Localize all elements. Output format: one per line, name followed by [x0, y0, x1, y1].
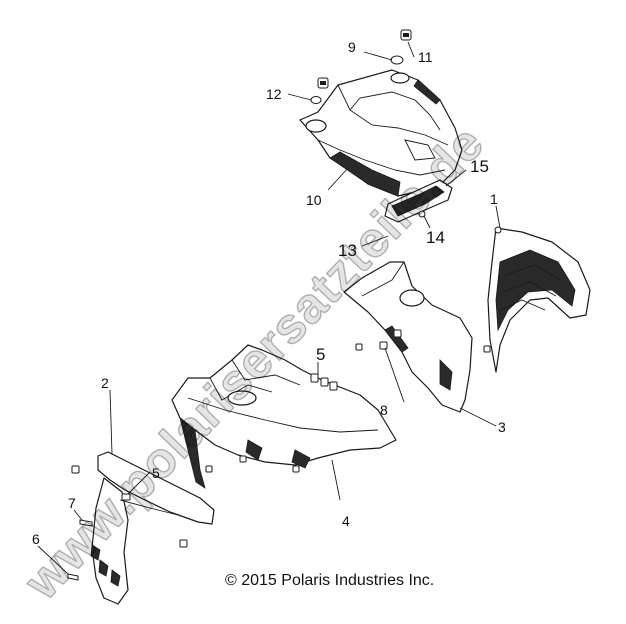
screw-6-icon: [67, 573, 79, 581]
callout-9: 9: [348, 39, 356, 55]
clip-11-icon: [400, 29, 412, 41]
part-1-side-panel: [487, 227, 591, 373]
fastener-set-5-icon: [310, 373, 338, 391]
callout-2: 2: [101, 375, 109, 391]
callout-12: 12: [266, 86, 282, 102]
part-10-hood: [299, 69, 463, 197]
part-2-lower-bracket: [90, 451, 215, 605]
callout-15: 15: [470, 157, 489, 176]
nut-9-icon: [390, 55, 404, 65]
hardware: [67, 29, 502, 581]
screw-rightpanel-icon: [483, 345, 491, 353]
callout-10: 10: [306, 192, 322, 208]
callout-4: 4: [342, 513, 350, 529]
callout-5-lower: 5: [152, 465, 160, 481]
part-3-panel: [343, 261, 473, 413]
callout-6: 6: [32, 531, 40, 547]
callout-3: 3: [498, 419, 506, 435]
callout-13: 13: [338, 241, 357, 260]
callout-5-upper: 5: [316, 345, 325, 364]
callout-1: 1: [490, 191, 498, 207]
screw-14-icon: [418, 210, 426, 218]
leader-lines: [37, 41, 501, 575]
screw-1-icon: [494, 226, 502, 234]
fastener-set-lower-icon: [71, 455, 300, 548]
callout-14: 14: [426, 228, 445, 247]
screw-7-icon: [79, 519, 93, 527]
callout-8: 8: [380, 402, 388, 418]
copyright-text: © 2015 Polaris Industries Inc.: [225, 572, 434, 589]
callouts: 11 9 12 10 15 14 13 1 5 8 3 4 2 5 7 6: [32, 39, 506, 547]
callout-7: 7: [68, 495, 76, 511]
fastener-set-8-icon: [355, 329, 402, 351]
part-15-bracket: [384, 179, 453, 223]
clip-5-lower-icon: [121, 493, 131, 501]
callout-11: 11: [418, 49, 433, 65]
clip-12-icon: [317, 77, 329, 89]
part-4-floor-panel: [171, 344, 397, 489]
nut-12b-icon: [310, 96, 322, 104]
